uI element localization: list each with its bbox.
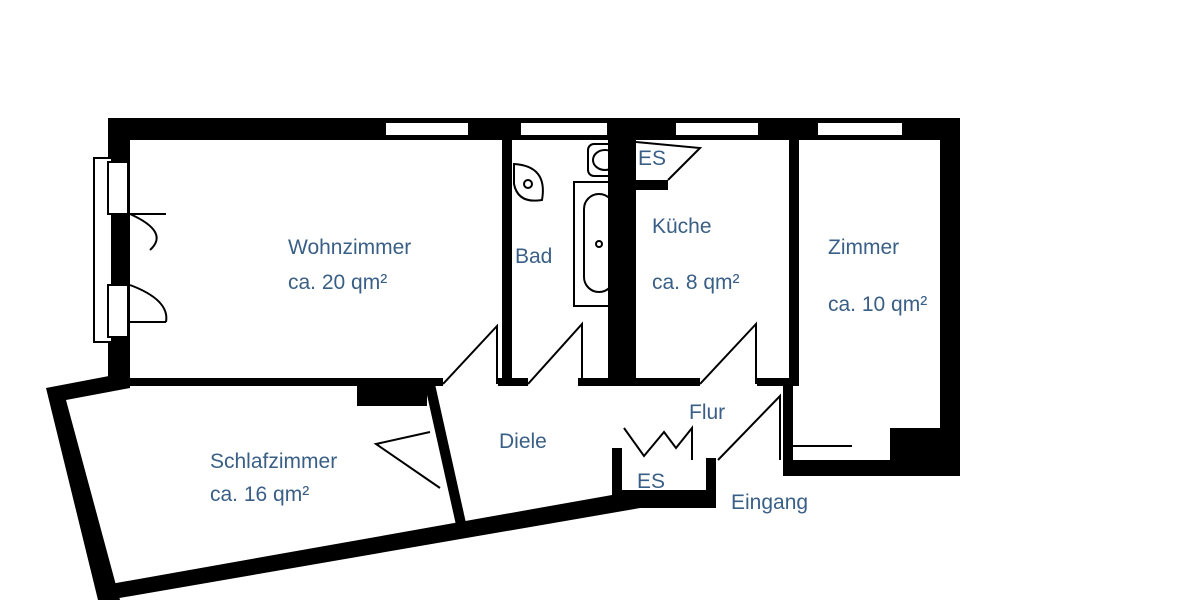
label-bad: Bad <box>515 245 553 268</box>
wall-bottom-diagonal <box>105 490 640 600</box>
wall-bad-bottom-2 <box>578 378 608 386</box>
door-swing-upper <box>129 213 166 251</box>
wall-bad-bottom <box>498 378 528 386</box>
label-es-bottom: ES <box>637 470 666 493</box>
internal-walls <box>108 138 799 534</box>
wall-schlaf-diele <box>425 384 468 534</box>
wall-es-bottom-left <box>612 448 622 508</box>
label-schlafzimmer-area: ca. 16 qm² <box>210 483 310 506</box>
label-es-top: ES <box>638 147 667 170</box>
door-es-bottom <box>623 425 693 460</box>
door-eingang <box>717 393 781 461</box>
wall-es-top-bottom <box>636 180 668 190</box>
wall-left-diagonal <box>46 372 130 600</box>
label-diele: Diele <box>499 430 547 453</box>
door-zimmer <box>789 394 852 447</box>
window-kueche <box>674 121 760 137</box>
label-flur: Flur <box>689 401 726 424</box>
label-zimmer: Zimmer <box>828 236 900 259</box>
door-es-top <box>635 141 703 181</box>
balcony-glass-2 <box>107 284 129 338</box>
toilet-bowl <box>592 149 618 171</box>
label-kueche: Küche <box>652 215 712 238</box>
doors <box>373 141 852 489</box>
wall-es-bottom-base <box>612 490 716 508</box>
wall-wohnzimmer-bad <box>502 138 512 386</box>
door-schlafzimmer <box>373 431 441 489</box>
label-schlafzimmer: Schlafzimmer <box>210 450 338 473</box>
wall-zimmer-left-lower <box>783 380 793 476</box>
label-wohnzimmer-area: ca. 20 qm² <box>288 271 388 294</box>
door-kueche <box>699 321 757 385</box>
wall-kueche-bottom-2 <box>757 378 797 386</box>
door-swing-lower <box>129 284 168 323</box>
wall-zimmer-bottom <box>783 460 960 476</box>
balcony-doors <box>93 157 168 343</box>
wall-kueche-zimmer <box>789 138 799 386</box>
toilet-tank <box>587 143 627 177</box>
wall-kueche-bottom <box>636 378 700 386</box>
wall-bad-kueche <box>608 138 636 386</box>
label-wohnzimmer: Wohnzimmer <box>288 236 412 259</box>
bathtub-inner <box>583 193 615 293</box>
bathtub-drain <box>595 240 603 248</box>
balcony-glass <box>107 161 129 215</box>
wall-right <box>940 118 960 476</box>
bathtub-outer <box>573 181 625 307</box>
sink <box>513 162 544 202</box>
window-zimmer <box>816 121 904 137</box>
wall-wohnzimmer-bottom <box>108 378 443 386</box>
door-wohnzimmer <box>442 323 498 385</box>
sink-drain <box>523 179 533 189</box>
door-bad <box>527 321 583 385</box>
wall-es-bottom-right <box>706 458 716 508</box>
window-bad <box>519 121 609 137</box>
fixtures <box>513 143 627 307</box>
label-zimmer-area: ca. 10 qm² <box>828 293 928 316</box>
wall-schlaf-top-block <box>357 384 427 406</box>
label-eingang: Eingang <box>731 491 809 514</box>
window-wohnzimmer <box>384 121 470 137</box>
label-kueche-area: ca. 8 qm² <box>652 271 740 294</box>
windows-top <box>384 121 904 137</box>
